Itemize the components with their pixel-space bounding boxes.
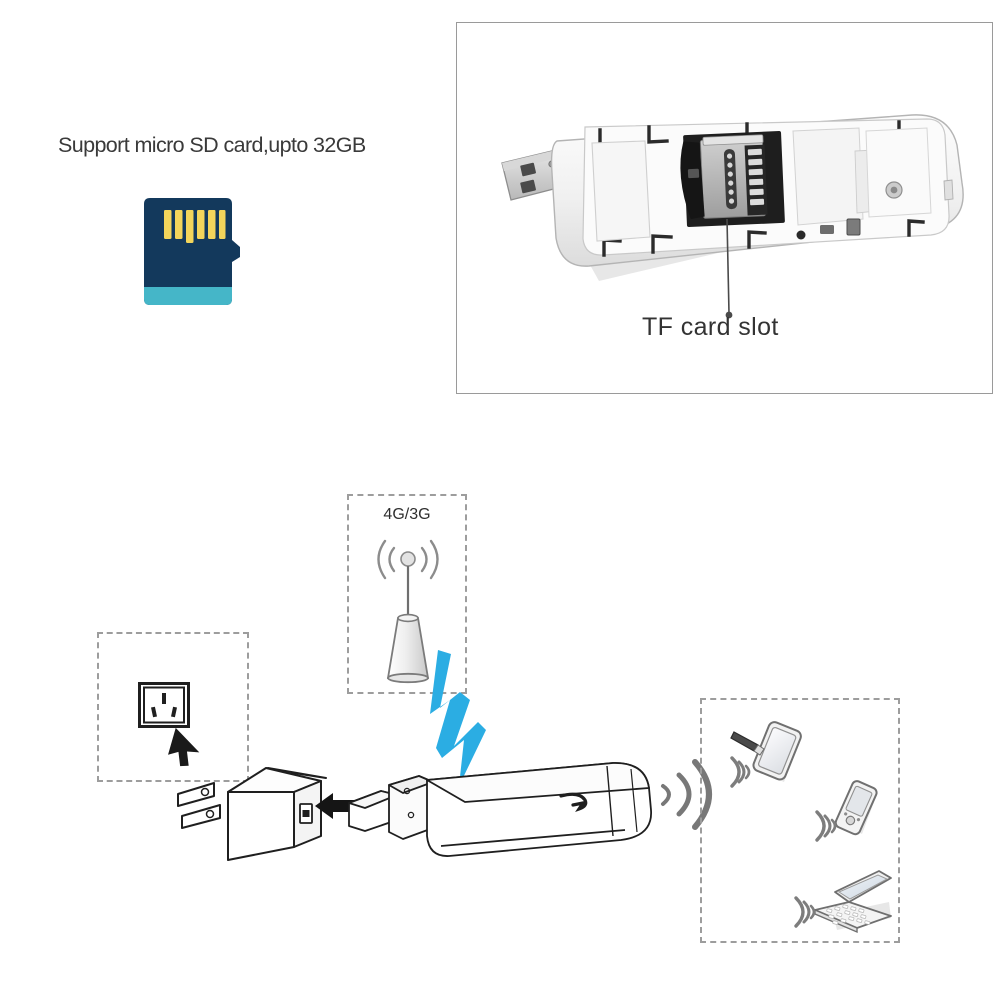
tower-label: 4G/3G [383,506,431,523]
wifi-waves-icon [655,748,725,840]
lightning-bolt-icon [424,648,514,788]
sd-card-caption: Support micro SD card,upto 32GB [58,133,366,157]
arrow-cursor-icon [166,726,208,768]
pda-phone-icon [812,776,884,852]
tf-card-slot-label: TF card slot [642,313,779,341]
devices-dashed-box [700,698,900,943]
outlet-dashed-box [97,632,249,782]
arrow-left-icon [313,789,361,823]
usb-power-adapter-icon [176,748,327,863]
wall-outlet-icon [138,682,190,728]
laptop-icon [793,866,893,938]
cell-tower-icon [358,532,458,687]
microsd-card-icon [140,195,265,315]
usb-modem-dongle-icon [345,758,665,863]
usb-modem-photo [456,22,993,394]
tablet-with-stylus-icon [728,716,806,794]
tower-dashed-box [347,494,467,694]
